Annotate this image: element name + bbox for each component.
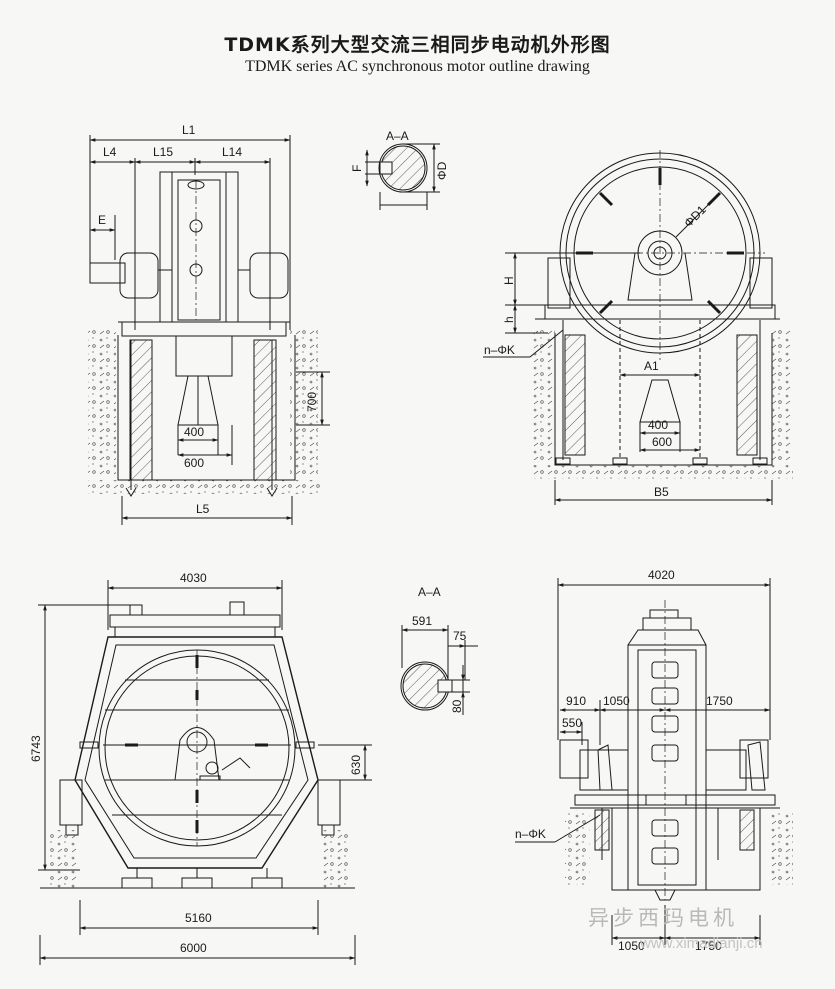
dim-l1: L1 — [182, 123, 196, 137]
dim-a1: A1 — [644, 359, 659, 373]
dim-5160: 5160 — [185, 911, 212, 925]
dim-6000: 6000 — [180, 941, 207, 955]
dim-591: 591 — [412, 614, 432, 628]
dim-h-lower: h — [502, 316, 516, 323]
dim-400-v2: 400 — [648, 418, 668, 432]
dim-600-v1: 600 — [184, 456, 204, 470]
dim-phi-d: ΦD — [435, 161, 449, 180]
view2-end-elevation — [483, 150, 793, 505]
dim-f: F — [350, 165, 364, 172]
dim-l5: L5 — [196, 502, 210, 516]
dim-700: 700 — [305, 392, 319, 412]
dim-6743: 6743 — [29, 735, 43, 762]
watermark-url: www.ximadianji.cn — [639, 935, 763, 952]
dim-80: 80 — [450, 699, 464, 713]
dim-phi-d1: ΦD1 — [681, 202, 709, 230]
dim-4020: 4020 — [648, 568, 675, 582]
dim-1750-bottom: 1750 — [695, 939, 722, 953]
section-aa2-shaft — [400, 625, 478, 715]
dim-630: 630 — [349, 755, 363, 775]
section-aa2-label: A–A — [418, 585, 441, 599]
dim-1750-top: 1750 — [706, 694, 733, 708]
section-aa-shaft — [365, 143, 440, 210]
dim-1050-top: 1050 — [603, 694, 630, 708]
dim-l15: L15 — [153, 145, 173, 159]
dim-400-v1: 400 — [184, 425, 204, 439]
dim-h-upper: H — [502, 276, 516, 285]
view1-side-elevation — [88, 135, 330, 525]
dim-75: 75 — [453, 629, 467, 643]
watermark-cn: 异步西玛电机 — [588, 906, 738, 930]
dim-b5: B5 — [654, 485, 669, 499]
dim-l14: L14 — [222, 145, 242, 159]
dim-4030: 4030 — [180, 571, 207, 585]
dim-1050-bottom: 1050 — [618, 939, 645, 953]
dim-910: 910 — [566, 694, 586, 708]
dim-600-v2: 600 — [652, 435, 672, 449]
dim-e: E — [98, 213, 106, 227]
dim-n-phik-v2: n–ΦK — [484, 343, 515, 357]
drawing-title-cn: TDMK系列大型交流三相同步电动机外形图 — [224, 34, 611, 56]
section-aa-label: A–A — [386, 129, 409, 143]
dim-550: 550 — [562, 716, 582, 730]
dim-n-phik-v4: n–ΦK — [515, 827, 546, 841]
drawing-title-en: TDMK series AC synchronous motor outline… — [245, 58, 590, 75]
view3-large-end-elevation — [38, 580, 372, 965]
dim-l4: L4 — [103, 145, 117, 159]
view4-large-side-elevation — [515, 578, 793, 945]
